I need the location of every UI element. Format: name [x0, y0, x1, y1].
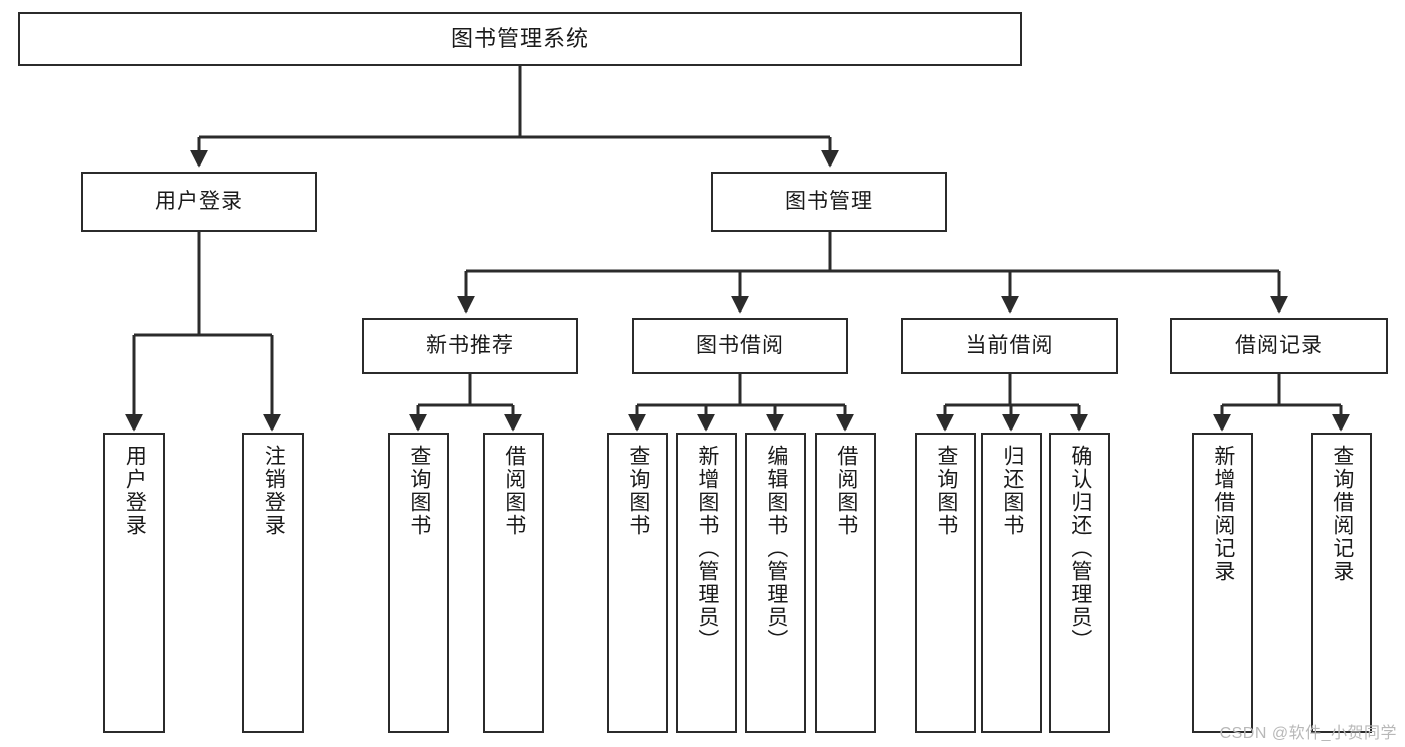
node-book-management-label: 图书管理 [785, 190, 873, 214]
node-book-borrow-label: 图书借阅 [696, 334, 784, 358]
node-leaf-query-record-label: 查询借阅记录 [1330, 445, 1354, 583]
node-new-book-recommend[interactable]: 新书推荐 [362, 318, 578, 374]
node-leaf-user-login[interactable]: 用户登录 [103, 433, 165, 733]
node-leaf-logout-login[interactable]: 注销登录 [242, 433, 304, 733]
node-leaf-return-book-label: 归还图书 [1000, 445, 1024, 537]
node-current-borrow-label: 当前借阅 [965, 334, 1054, 358]
node-user-login-label: 用户登录 [155, 190, 243, 214]
node-borrow-record[interactable]: 借阅记录 [1170, 318, 1388, 374]
node-root-label: 图书管理系统 [450, 25, 589, 51]
node-leaf-return-book[interactable]: 归还图书 [981, 433, 1042, 733]
node-leaf-query-book-1[interactable]: 查询图书 [388, 433, 449, 733]
node-leaf-query-book-2[interactable]: 查询图书 [607, 433, 668, 733]
node-leaf-query-book-2-label: 查询图书 [626, 445, 650, 537]
node-current-borrow[interactable]: 当前借阅 [901, 318, 1118, 374]
node-book-management[interactable]: 图书管理 [711, 172, 947, 232]
node-leaf-query-book-1-label: 查询图书 [407, 445, 431, 537]
csdn-watermark: CSDN @软件_小贺同学 [1219, 725, 1397, 742]
node-leaf-query-book-3-label: 查询图书 [934, 445, 958, 537]
node-leaf-logout-login-label: 注销登录 [262, 445, 286, 537]
node-leaf-add-book-label: 新增图书（管理员） [695, 445, 719, 652]
node-leaf-add-record-label: 新增借阅记录 [1211, 445, 1235, 583]
node-leaf-query-book-3[interactable]: 查询图书 [915, 433, 976, 733]
node-leaf-query-record[interactable]: 查询借阅记录 [1311, 433, 1372, 733]
node-leaf-confirm-return[interactable]: 确认归还（管理员） [1049, 433, 1110, 733]
node-leaf-add-book[interactable]: 新增图书（管理员） [676, 433, 737, 733]
node-leaf-edit-book[interactable]: 编辑图书（管理员） [745, 433, 806, 733]
node-root-library-system[interactable]: 图书管理系统 [18, 12, 1022, 66]
node-user-login[interactable]: 用户登录 [81, 172, 317, 232]
node-leaf-borrow-book-1-label: 借阅图书 [502, 445, 526, 537]
node-leaf-user-login-label: 用户登录 [123, 445, 147, 537]
node-book-borrow[interactable]: 图书借阅 [632, 318, 848, 374]
node-leaf-add-record[interactable]: 新增借阅记录 [1192, 433, 1253, 733]
node-new-book-recommend-label: 新书推荐 [426, 334, 514, 358]
node-leaf-borrow-book-2-label: 借阅图书 [834, 445, 858, 537]
node-leaf-borrow-book-2[interactable]: 借阅图书 [815, 433, 876, 733]
node-leaf-borrow-book-1[interactable]: 借阅图书 [483, 433, 544, 733]
node-leaf-confirm-return-label: 确认归还（管理员） [1068, 445, 1092, 652]
node-leaf-edit-book-label: 编辑图书（管理员） [764, 445, 788, 652]
node-borrow-record-label: 借阅记录 [1235, 334, 1323, 358]
